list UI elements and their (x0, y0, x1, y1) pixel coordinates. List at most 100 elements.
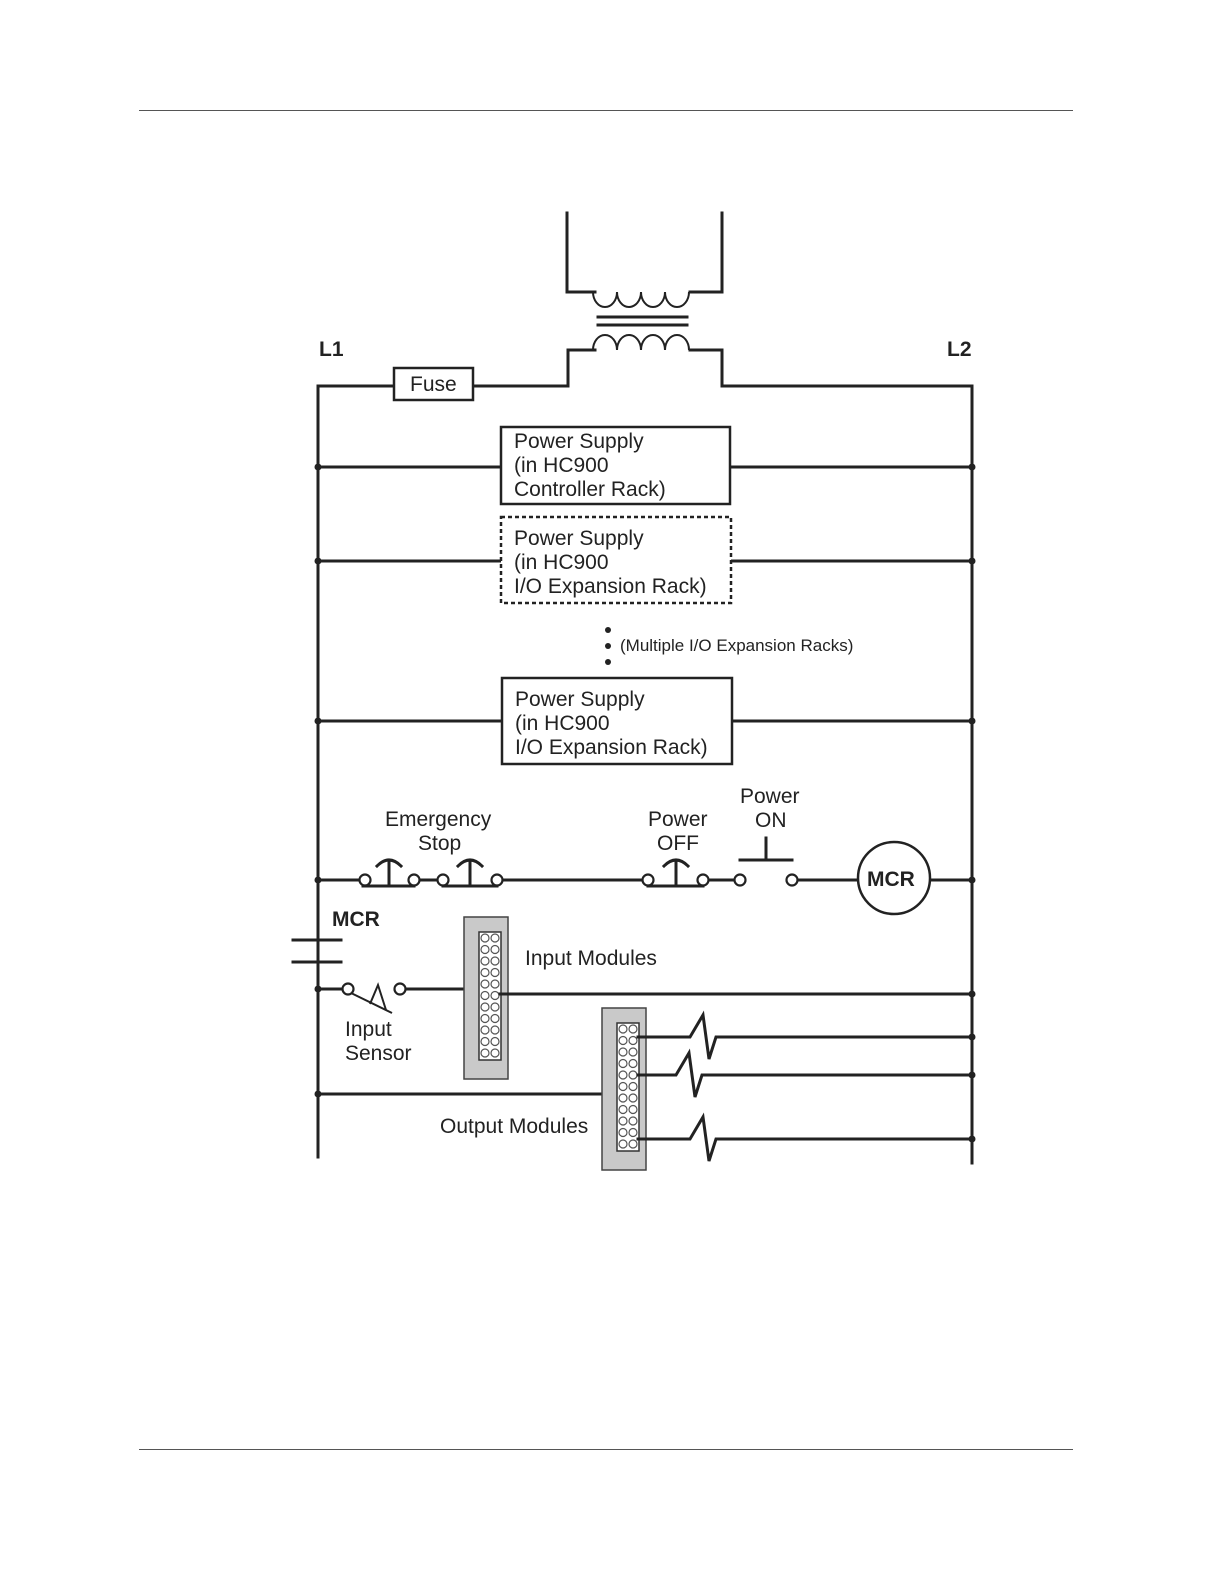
junction-dot (969, 558, 976, 565)
terminal-pin (619, 1060, 627, 1068)
fuse-label: Fuse (410, 373, 457, 396)
power-off-label-line1: Power (648, 808, 708, 831)
power-on-label-line1: Power (740, 785, 800, 808)
ps2-line1: Power Supply (514, 527, 644, 550)
terminal-pin (619, 1117, 627, 1125)
output-load-line-2 (638, 1053, 972, 1097)
junction-dot (969, 464, 976, 471)
l1-label: L1 (319, 338, 344, 361)
terminal-pin (619, 1025, 627, 1033)
terminal-pin (629, 1094, 637, 1102)
terminal-pin (481, 969, 489, 977)
terminal-pin (629, 1060, 637, 1068)
terminal-pin (481, 992, 489, 1000)
ps3-line3: I/O Expansion Rack) (515, 736, 708, 759)
junction-dot (315, 1091, 322, 1098)
terminal-pin (491, 1026, 499, 1034)
terminal-pin (481, 934, 489, 942)
ps1-line1: Power Supply (514, 430, 644, 453)
junction-dot (969, 877, 976, 884)
junction-dot (969, 991, 976, 998)
terminal-pin (481, 946, 489, 954)
ps3-line2: (in HC900 (515, 712, 610, 735)
control-rung: Emergency Stop Power OFF Power ON MCR (318, 785, 972, 914)
junction-dot (315, 986, 322, 993)
terminal-pin (619, 1106, 627, 1114)
terminal-pin (491, 1003, 499, 1011)
terminal-pin (491, 969, 499, 977)
l2-label: L2 (947, 338, 972, 361)
estop-label-line1: Emergency (385, 808, 492, 831)
terminal-pin (481, 1015, 489, 1023)
terminal-pin (491, 980, 499, 988)
junction-dot (969, 1034, 976, 1041)
terminal-pin (619, 1140, 627, 1148)
mcr-coil-label: MCR (867, 868, 915, 891)
terminal-pin (619, 1048, 627, 1056)
input-sensor-label-line1: Input (345, 1018, 392, 1041)
terminal-pin (481, 1003, 489, 1011)
terminal-pin (629, 1025, 637, 1033)
ellipsis-dot (605, 643, 611, 649)
junction-dot (969, 718, 976, 725)
terminal-pin (629, 1083, 637, 1091)
terminal-pin (619, 1083, 627, 1091)
junction-dot (969, 1072, 976, 1079)
terminal-pin (619, 1129, 627, 1137)
input-module (464, 917, 508, 1079)
ps3-line1: Power Supply (515, 688, 645, 711)
transformer-secondary-coil (593, 335, 689, 350)
terminal-pin (491, 1015, 499, 1023)
estop-label-line2: Stop (418, 832, 461, 855)
input-sensor-label-line2: Sensor (345, 1042, 412, 1065)
terminal-pin (619, 1037, 627, 1045)
power-on-switch (735, 838, 798, 886)
multiple-racks-note: (Multiple I/O Expansion Racks) (620, 636, 853, 655)
terminal-pin (629, 1140, 637, 1148)
ellipsis-dot (605, 627, 611, 633)
ps1-line2: (in HC900 (514, 454, 609, 477)
terminal-pin (491, 957, 499, 965)
terminal-pin (481, 1026, 489, 1034)
terminal-pin (619, 1094, 627, 1102)
ps2-line3: I/O Expansion Rack) (514, 575, 707, 598)
output-load-line-3 (638, 1117, 972, 1161)
power-off-label-line2: OFF (657, 832, 699, 855)
mcr-contact-label: MCR (332, 908, 380, 931)
junction-dot (315, 464, 322, 471)
terminal-pin (629, 1071, 637, 1079)
emergency-stop-switch-1 (360, 860, 420, 886)
input-sensor-switch (343, 984, 406, 1014)
ps1-line3: Controller Rack) (514, 478, 666, 501)
terminal-pin (629, 1048, 637, 1056)
terminal-pin (491, 1038, 499, 1046)
terminal-pin (481, 1049, 489, 1057)
terminal-pin (629, 1037, 637, 1045)
transformer (473, 213, 972, 386)
emergency-stop-switch-2 (438, 860, 503, 886)
junction-dot (315, 877, 322, 884)
ellipsis-dot (605, 659, 611, 665)
junction-dot (315, 558, 322, 565)
transformer-primary-coil (593, 292, 689, 307)
terminal-pin (629, 1106, 637, 1114)
terminal-pin (481, 1038, 489, 1046)
junction-dot (969, 1136, 976, 1143)
output-module (602, 1008, 646, 1170)
terminal-pin (619, 1071, 627, 1079)
terminal-pin (491, 1049, 499, 1057)
terminal-pin (629, 1117, 637, 1125)
terminal-pin (491, 946, 499, 954)
terminal-pin (629, 1129, 637, 1137)
terminal-pin (491, 992, 499, 1000)
ps2-line2: (in HC900 (514, 551, 609, 574)
junction-dot (315, 718, 322, 725)
power-on-label-line2: ON (755, 809, 787, 832)
power-off-switch (643, 860, 709, 886)
input-modules-label: Input Modules (525, 947, 657, 970)
terminal-pin (481, 957, 489, 965)
output-modules-label: Output Modules (440, 1115, 588, 1138)
terminal-pin (491, 934, 499, 942)
terminal-pin (481, 980, 489, 988)
